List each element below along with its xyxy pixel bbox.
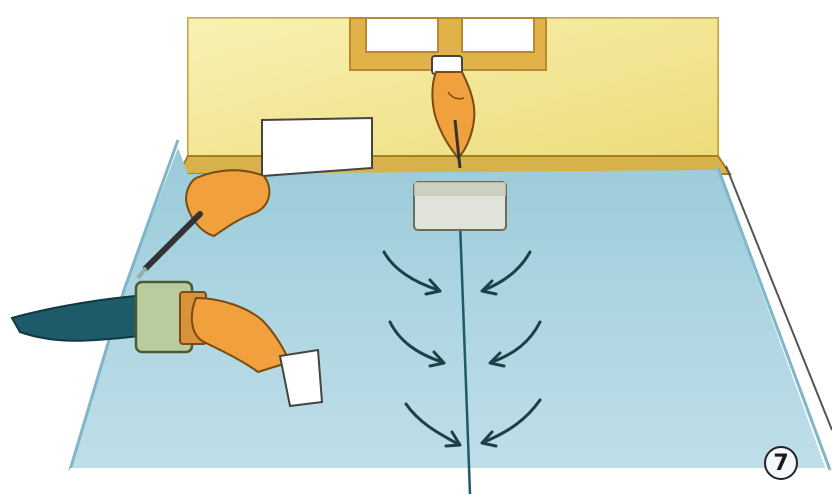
seam-roller bbox=[414, 182, 506, 230]
knife-hand-sleeve bbox=[262, 118, 372, 176]
step-number-badge: 7 bbox=[764, 446, 798, 480]
